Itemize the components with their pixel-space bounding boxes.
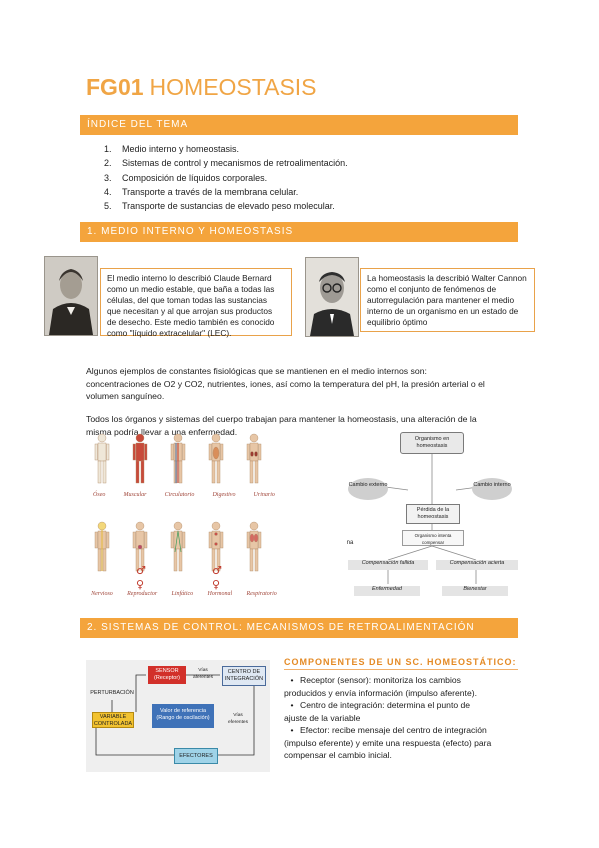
walter-cannon-portrait bbox=[305, 257, 359, 337]
components-title: COMPONENTES DE UN SC. HOMEOSTÁTICO: bbox=[284, 657, 517, 667]
bernard-line: que necesitan y al que arrojan sus produ… bbox=[107, 306, 273, 316]
components-list: •Receptor (sensor): monitoriza los cambi… bbox=[284, 674, 524, 762]
system-label: Hormonal bbox=[207, 591, 233, 597]
controlled-variable-box: VARIABLE CONTROLADA bbox=[92, 712, 134, 728]
node-internal-change: Cambio interno bbox=[472, 478, 512, 500]
node-successful-compensation: Compensación acierta bbox=[436, 560, 518, 570]
system-label: Reproductor bbox=[127, 591, 158, 597]
index-list: 1.Medio interno y homeostasis. 2.Sistema… bbox=[104, 142, 348, 213]
bernard-line: células, del que toman todas las sustanc… bbox=[107, 295, 268, 305]
cannon-line: como el conjunto de fenómenos de bbox=[367, 284, 497, 294]
feedback-loop-diagram: SENSOR (Receptor) Vías aferentes CENTRO … bbox=[86, 660, 270, 772]
bernard-line: de desecho. Este medio también es conoci… bbox=[107, 317, 275, 327]
afferent-label: Vías aferentes bbox=[192, 668, 213, 680]
perturbation-label: PERTURBACIÓN bbox=[90, 690, 134, 696]
title-name: HOMEOSTASIS bbox=[149, 74, 317, 100]
index-item: 1.Medio interno y homeostasis. bbox=[104, 144, 240, 154]
section-header-index: ÍNDICE DEL TEMA bbox=[80, 115, 518, 135]
node-wellbeing: Bienestar bbox=[442, 586, 508, 596]
svg-text:♀: ♀ bbox=[136, 578, 144, 591]
svg-text:♂: ♂ bbox=[212, 564, 222, 577]
section-header-1: 1. MEDIO INTERNO Y HOMEOSTASIS bbox=[80, 222, 518, 242]
reference-value-box: Valor de referencia (Rango de oscilación… bbox=[152, 704, 214, 728]
systems-row2-labels: Nervioso Reproductor Linfático Hormonal … bbox=[84, 591, 284, 597]
svg-text:♂: ♂ bbox=[136, 564, 146, 577]
cannon-line: La homeostasis la describió Walter Canno… bbox=[367, 273, 527, 283]
bullet-icon: • bbox=[290, 675, 294, 685]
constants-paragraph: Algunos ejemplos de constantes fisiológi… bbox=[86, 365, 526, 403]
paragraph-line: Todos los órganos y sistemas del cuerpo … bbox=[86, 414, 477, 424]
sensor-box: SENSOR (Receptor) bbox=[148, 666, 186, 684]
node-compensate: Organismo intenta compensar bbox=[402, 530, 464, 546]
index-item: 5.Transporte de sustancias de elevado pe… bbox=[104, 201, 335, 212]
system-label: Circulatorio bbox=[164, 492, 195, 498]
system-label: Muscular bbox=[123, 492, 147, 498]
paragraph-line: volumen sanguíneo. bbox=[86, 391, 165, 401]
bullet-icon: • bbox=[290, 700, 294, 710]
cannon-line: interno de un organismo en un estado de bbox=[367, 306, 519, 316]
body-systems-figure: ♂ ♀ ♂ ♀ Óseo Muscular Circulatorio Diges… bbox=[84, 428, 284, 600]
system-label: Urinario bbox=[253, 492, 275, 498]
integration-center-box: CENTRO DE INTEGRACIÓN bbox=[222, 666, 266, 686]
index-item: 4.Transporte a través de la membrana cel… bbox=[104, 186, 299, 197]
system-label: Respiratorio bbox=[246, 591, 277, 597]
paragraph-line: misma podría llevar a una enfermedad. bbox=[86, 426, 238, 437]
bernard-line: como "líquido extracelular" (LEC). bbox=[107, 328, 232, 338]
node-failed-compensation: Compensación fallida bbox=[348, 560, 428, 570]
node-external-change: Cambio externo bbox=[348, 478, 388, 500]
component-item: •Centro de integración: determina el pun… bbox=[284, 700, 471, 723]
systems-row1-labels: Óseo Muscular Circulatorio Digestivo Uri… bbox=[84, 492, 284, 498]
components-divider bbox=[284, 669, 518, 670]
cannon-callout: La homeostasis la describió Walter Canno… bbox=[360, 268, 535, 332]
cannon-line: autorregulación para mantener el medio bbox=[367, 295, 515, 305]
body-systems-illustration: ♂ ♀ ♂ ♀ bbox=[94, 433, 262, 591]
svg-text:♀: ♀ bbox=[212, 578, 220, 591]
side-mark: na bbox=[346, 540, 354, 546]
organs-paragraph: Todos los órganos y sistemas del cuerpo … bbox=[86, 413, 526, 438]
section-header-2: 2. SISTEMAS DE CONTROL: MECANISMOS DE RE… bbox=[80, 618, 518, 638]
bernard-callout: El medio interno lo describió Claude Ber… bbox=[100, 268, 292, 338]
system-label: Digestivo bbox=[212, 492, 236, 498]
feedback-arrows bbox=[95, 674, 255, 756]
portrait-icon bbox=[306, 258, 358, 336]
paragraph-line: Algunos ejemplos de constantes fisiológi… bbox=[86, 366, 427, 376]
claude-bernard-portrait bbox=[44, 256, 98, 336]
component-item: •Efector: recibe mensaje del centro de i… bbox=[284, 725, 492, 760]
portrait-icon bbox=[45, 257, 97, 335]
bernard-line: El medio interno lo describió Claude Ber… bbox=[107, 273, 272, 283]
system-label: Nervioso bbox=[91, 591, 113, 597]
component-item: •Receptor (sensor): monitoriza los cambi… bbox=[284, 675, 477, 698]
index-item: 2.Sistemas de control y mecanismos de re… bbox=[104, 158, 348, 169]
node-homeostasis: Organismo en homeostasis bbox=[400, 432, 464, 454]
paragraph-line: concentraciones de O2 y CO2, nutrientes,… bbox=[86, 378, 485, 389]
title-code: FG01 bbox=[86, 74, 144, 100]
bernard-line: como un medio estable, que baña a todas … bbox=[107, 284, 275, 294]
index-item: 3.Composición de líquidos corporales. bbox=[104, 172, 268, 183]
node-disease: Enfermedad bbox=[354, 586, 420, 596]
cannon-line: equilibrio óptimo bbox=[367, 317, 428, 327]
effectors-box: EFECTORES bbox=[174, 748, 218, 764]
bullet-icon: • bbox=[290, 725, 294, 735]
system-label: Linfático bbox=[171, 591, 194, 597]
node-homeostasis-loss: Pérdida de la homeostasis bbox=[406, 504, 460, 524]
efferent-label: Vías eferentes bbox=[227, 713, 248, 725]
homeostasis-flow-diagram: Organismo en homeostasis Cambio externo … bbox=[338, 428, 526, 604]
system-label: Óseo bbox=[93, 492, 106, 498]
